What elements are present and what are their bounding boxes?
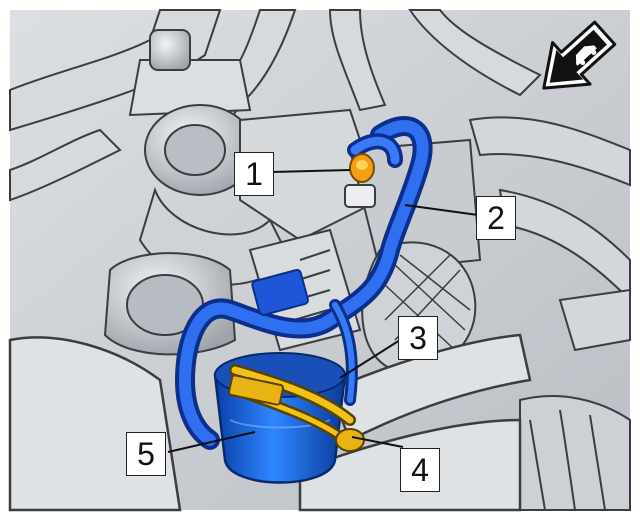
callout-4-label: 4 bbox=[411, 451, 429, 488]
callout-2-label: 2 bbox=[487, 199, 505, 236]
leader-line-1 bbox=[271, 169, 351, 173]
callout-4: 4 bbox=[400, 448, 440, 492]
leader-line-3 bbox=[339, 339, 401, 379]
callout-3-label: 3 bbox=[409, 319, 427, 356]
leader-lines bbox=[167, 169, 479, 453]
callout-2: 2 bbox=[476, 196, 516, 240]
leader-line-5 bbox=[167, 431, 256, 453]
clamp-4 bbox=[228, 364, 365, 452]
front-of-vehicle-arrow-icon bbox=[542, 20, 617, 90]
leader-line-4 bbox=[351, 436, 404, 448]
callout-1: 1 bbox=[234, 152, 274, 196]
leader-line-2 bbox=[404, 204, 479, 216]
callout-5-label: 5 bbox=[137, 435, 155, 472]
screw-1 bbox=[344, 153, 376, 208]
callout-5: 5 bbox=[126, 432, 166, 476]
callout-3: 3 bbox=[398, 316, 438, 360]
callout-1-label: 1 bbox=[245, 155, 263, 192]
hose-2 bbox=[174, 116, 433, 450]
right-tubes bbox=[468, 116, 631, 511]
